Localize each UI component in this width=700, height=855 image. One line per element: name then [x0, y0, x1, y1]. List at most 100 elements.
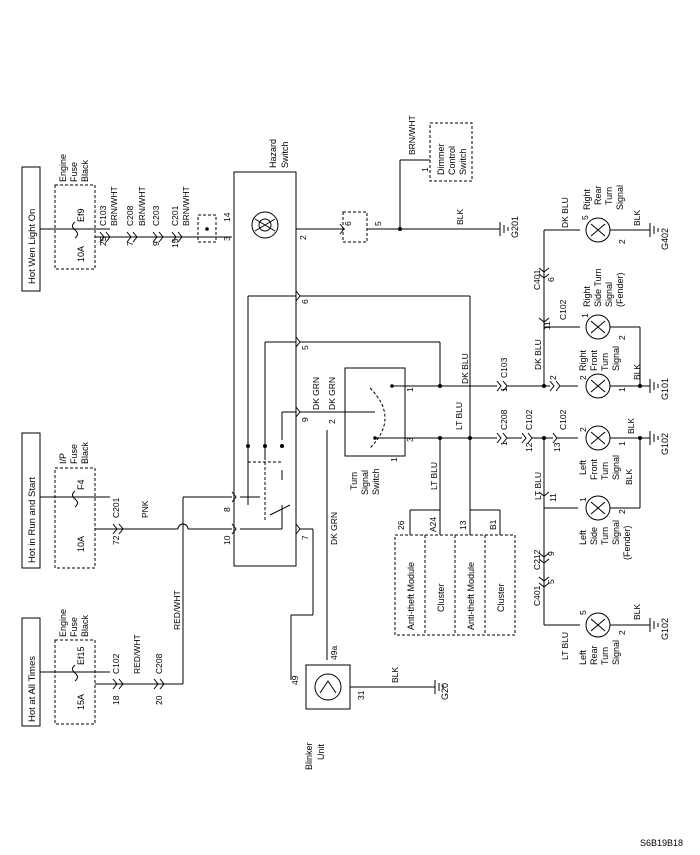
pin-c401-5: 5: [546, 579, 556, 584]
wire-label-red-wht-1: RED/WHT: [132, 634, 142, 674]
conn-label-c208-b: C208: [125, 205, 135, 226]
lf-label-2: Front: [589, 458, 599, 480]
wire-label-blk-rf: BLK: [632, 364, 642, 380]
wire-label-brn-wht-4: BRN/WHT: [407, 115, 417, 155]
rs-label-1: Right: [582, 285, 592, 307]
rr-label-3: Turn: [604, 187, 614, 205]
turn-switch-lever: [369, 387, 386, 449]
fuse-ef15-symbol: [72, 664, 78, 682]
module-cluster-1: Cluster: [436, 583, 446, 612]
hazard-lamp: [251, 211, 279, 239]
pin-20: 20: [154, 695, 164, 705]
wire-label-blk-g20: BLK: [390, 667, 400, 683]
dimmer-label-2: Control: [447, 146, 457, 175]
conn-c102-12: [521, 432, 533, 444]
ground-g102b: G102: [660, 618, 670, 640]
pin-b1: B1: [488, 519, 498, 530]
conn-hz-10: [231, 523, 237, 535]
pin-rr-2: 2: [617, 239, 627, 244]
hz-sw-f: [269, 504, 291, 516]
rr-label-1: Right: [582, 188, 592, 210]
wire-label-lt-blu-1: LT BLU: [454, 402, 464, 430]
pin-3: 3: [222, 236, 232, 241]
conn-c208-7: [126, 231, 138, 243]
wire-label-dk-blu-1: DK BLU: [460, 353, 470, 384]
hz-contact-3: [280, 444, 284, 448]
pin-ts-2: 2: [327, 419, 337, 424]
junction-lt-blu-3: [542, 436, 546, 440]
lf-label-1: Left: [578, 459, 588, 475]
wire-label-blk-lf: BLK: [626, 418, 636, 434]
lr-label-3: Turn: [600, 647, 610, 665]
conn-label-c102-b: C102: [558, 299, 568, 320]
conn-c201-72: [112, 523, 124, 535]
ground-g102b-symbol: [649, 618, 659, 632]
pin-lf-2: 2: [578, 427, 588, 432]
pin-hz-2: 2: [298, 235, 308, 240]
ts-contact-r: [390, 384, 394, 388]
conn-c401-6: [538, 267, 550, 279]
lamp-right-front-filament: [590, 379, 606, 393]
pin-rf-1: 1: [617, 387, 627, 392]
pin-c212-9: 9: [546, 551, 556, 556]
conn-c102-11b: [538, 491, 550, 497]
fuse-f4-symbol: [72, 490, 78, 508]
lr-label-2: Rear: [589, 645, 599, 665]
module-anti-theft-1: Anti-theft Module: [406, 562, 416, 630]
junction-dot: [205, 227, 209, 231]
wire-label-brn-wht-1: BRN/WHT: [109, 186, 119, 226]
blinker-label-2: Unit: [316, 743, 326, 760]
conn-hz-8: [231, 491, 237, 503]
pin-rr-5: 5: [580, 215, 590, 220]
conn-c208-20: [153, 678, 165, 690]
pin-hz-7: 7: [300, 535, 310, 540]
lamp-left-front-filament: [590, 431, 606, 445]
conn-c102-18: [112, 678, 124, 690]
pin-hz-6: 6: [300, 299, 310, 304]
fuse-f4-block2: Fuse: [69, 444, 79, 464]
fuse-ef9-block1: Engine: [58, 154, 68, 182]
junction-lt-blu-2: [438, 436, 442, 440]
lf-label-4: Signal: [611, 455, 621, 480]
ground-g402: G402: [660, 228, 670, 250]
ground-g101-symbol: [649, 379, 659, 393]
conn-label-c401-b: C401: [532, 585, 542, 606]
wire-label-dk-grn-3: DK GRN: [329, 512, 339, 545]
fuse-f4-box: [54, 467, 96, 569]
fuse-ef9-amps: 10A: [76, 246, 86, 262]
pin-lr-5: 5: [578, 610, 588, 615]
wire-label-lt-blu-2: LT BLU: [429, 462, 439, 490]
conn-label-c103-a: C103: [98, 205, 108, 226]
conn-label-c212: C212: [532, 549, 542, 570]
blinker-label-1: Blinker: [304, 742, 314, 770]
wire-label-dk-blu-2: DK BLU: [533, 339, 543, 370]
blinker-unit-box: [305, 664, 351, 710]
feed-label-light-on: Hot Wen Light On: [27, 209, 38, 284]
module-cluster-2: Cluster: [496, 583, 506, 612]
ground-g402-symbol: [649, 223, 659, 237]
fuse-f4-block1: I/P: [58, 453, 68, 464]
conn-label-c401-a: C401: [532, 269, 542, 290]
wire-label-brn-wht-2: BRN/WHT: [137, 186, 147, 226]
ground-g20-symbol: [434, 680, 444, 694]
conn-c102-11: [538, 317, 550, 323]
lr-label-1: Left: [578, 649, 588, 665]
pin-hz-5: 5: [300, 345, 310, 350]
module-anti-theft-2: Anti-theft Module: [466, 562, 476, 630]
wire-label-blk-lr: BLK: [632, 604, 642, 620]
pin-26: 26: [396, 520, 406, 530]
pin-9: 9: [151, 241, 161, 246]
rf-label-2: Front: [589, 349, 599, 371]
hazard-switch-box: [233, 171, 297, 567]
turn-switch-label-2: Signal: [360, 470, 370, 495]
pin-14: 14: [222, 212, 232, 222]
ground-g20: G20: [440, 683, 450, 700]
pin-c103-1: 1: [499, 387, 509, 392]
fuse-ef15-block2: Fuse: [69, 617, 79, 637]
fuse-ef9-name: Ef9: [76, 208, 86, 222]
conn-c401-5: [538, 576, 550, 588]
pin-72: 72: [111, 535, 121, 545]
conn-label-c201-b: C201: [170, 205, 180, 226]
